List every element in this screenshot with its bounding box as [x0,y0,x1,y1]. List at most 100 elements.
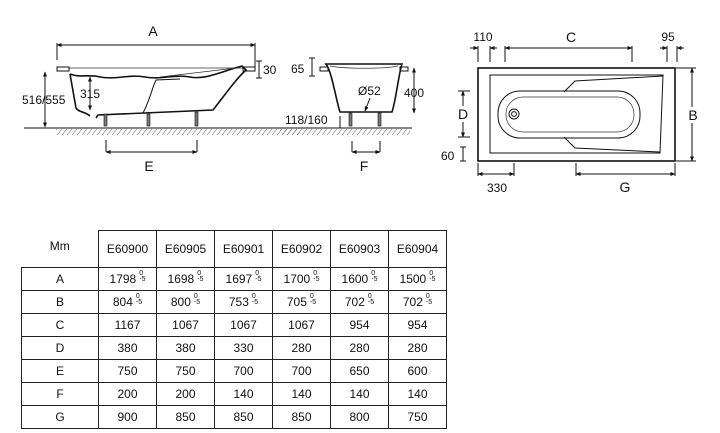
tolerance-lower: -5 [139,275,146,283]
table-cell: 1067 [214,312,273,337]
drain-inner [511,111,517,117]
table-cell: 1067 [156,312,215,337]
tolerance: 0-5 [429,269,435,283]
tolerance: 0-5 [139,270,146,283]
cell-value: 280 [349,340,370,355]
tolerance-upper: 0 [193,292,198,300]
top-bottom-outline [497,90,641,139]
tolerance-lower: -5 [251,298,259,306]
rim-right [242,66,256,72]
model-header: E60901 [214,230,273,268]
tolerance-upper: 0 [425,292,430,300]
table-cell: 750 [388,404,447,429]
tolerance: 0-5 [255,270,262,283]
table-cell: 330 [214,335,273,360]
tolerance: 0-5 [251,293,259,306]
cell-value: 1500 [399,271,427,286]
model-header: E60903 [330,230,389,268]
end-tub-outline [324,63,404,113]
cell-value: 380 [175,340,196,355]
cell-value: 1167 [114,317,141,332]
cell-value: 1697 [225,271,253,286]
model-header: E60904 [388,230,447,268]
table-cell: 1067 [272,312,331,337]
tolerance-lower: -5 [255,275,262,283]
rim-left [319,66,329,72]
cell-value: 1798 [109,271,137,286]
table-cell: 954 [330,312,389,337]
cell-value: 200 [175,386,196,401]
cell-value: 380 [117,340,138,355]
tolerance: 0-5 [425,292,432,306]
cell-value: 700 [233,363,254,378]
tolerance-upper: 0 [429,269,434,277]
table-cell: 750 [98,358,157,383]
tub-inner-line [159,67,237,78]
label-a: A [148,23,158,39]
leg [103,113,108,127]
tolerance-lower: -5 [309,298,317,306]
table-cell: 700 [272,358,331,383]
table-cell: 600 [388,358,447,383]
label-d: D [458,106,468,122]
table-cell: 280 [388,335,447,360]
cell-value: 954 [349,317,370,332]
backrest-line-bottom [563,136,661,153]
tolerance-upper: 0 [309,292,314,300]
label-bg [455,106,471,122]
tub-body-outline [69,65,248,119]
leg [377,112,382,127]
cell-value: 954 [407,317,428,332]
tolerance: 0-5 [313,270,320,283]
cell-value: 705 [286,294,307,309]
tolerance-lower: -5 [313,275,320,283]
cell-value: 200 [117,386,138,401]
cell-value: 750 [175,363,196,378]
top-inner-basin [489,74,664,154]
tolerance-lower: -5 [367,298,375,306]
label-b: B [688,107,697,123]
label-f: F [360,158,369,174]
cell-value: 850 [291,409,312,424]
table-cell: 380 [156,335,215,360]
drain-icon [508,108,520,120]
tolerance: 0-5 [309,292,317,306]
side-legs [103,111,199,127]
end-view: 65 Ø52 400 118/160 F [280,57,424,174]
table-cell: 900 [98,404,157,429]
table-cell: 850 [272,404,331,429]
row-dimension-label: C [21,312,99,337]
cell-value: 140 [291,386,312,401]
label-c: C [566,29,576,45]
table-cell: 140 [330,381,389,406]
table-cell: 850 [156,404,215,429]
row-dimension-label: B [21,289,99,314]
label-drain-offset: 330 [487,181,507,195]
table-cell: 700 [214,358,273,383]
model-header: E60902 [272,230,331,268]
cell-value: 1067 [288,317,315,332]
table-cell: 650 [330,358,389,383]
tolerance-lower: -5 [135,298,143,306]
tolerance-upper: 0 [371,269,376,277]
backrest-line-top [563,75,664,93]
row-dimension-label: E [21,358,99,383]
row-dimension-label: A [21,266,99,291]
cell-value: 1067 [172,317,199,332]
table-corner-unit: Mm [49,238,70,253]
table-cell: 140 [214,381,273,406]
label-rim: 30 [263,63,277,77]
cell-value: 650 [349,363,370,378]
cell-value: 1700 [283,271,311,286]
table-cell: 380 [98,335,157,360]
